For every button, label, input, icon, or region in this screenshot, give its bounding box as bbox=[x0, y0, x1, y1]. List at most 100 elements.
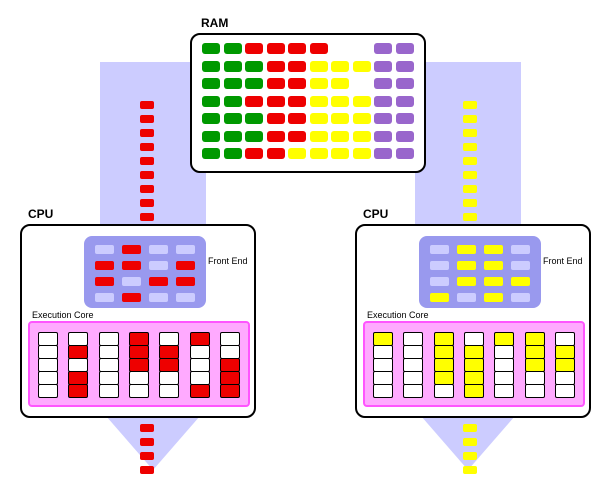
pipeline-column bbox=[189, 331, 210, 398]
ram-cell bbox=[331, 95, 349, 107]
cpu-right-core-label: Execution Core bbox=[367, 310, 429, 320]
ram-cell bbox=[374, 95, 392, 107]
ram-cell bbox=[374, 113, 392, 124]
ram-cell bbox=[202, 113, 220, 124]
pipeline-slot bbox=[219, 370, 240, 385]
frontend-cell bbox=[149, 293, 168, 302]
ram-cell bbox=[374, 43, 392, 54]
instruction-block bbox=[463, 101, 477, 109]
ram-cell bbox=[223, 60, 242, 72]
instruction-block bbox=[140, 438, 154, 446]
ram-cell bbox=[331, 148, 349, 159]
ram-cell bbox=[352, 148, 371, 159]
pipeline-column bbox=[494, 331, 515, 398]
frontend-cell bbox=[95, 245, 114, 254]
ram-cell bbox=[266, 130, 285, 142]
pipeline-slot bbox=[219, 331, 240, 346]
frontend-cell bbox=[511, 245, 530, 254]
ram-cell bbox=[395, 95, 414, 107]
instruction-stream-yellow-top bbox=[463, 101, 477, 221]
ram-cell bbox=[202, 60, 220, 72]
ram-cell bbox=[374, 148, 392, 159]
pipeline-slot bbox=[68, 357, 89, 372]
instruction-stream-red-top bbox=[140, 101, 154, 221]
pipeline-column bbox=[98, 331, 119, 398]
frontend-cell bbox=[149, 277, 168, 286]
ram-cell bbox=[331, 113, 349, 124]
pipeline-slot bbox=[494, 331, 515, 346]
ram-cell bbox=[309, 113, 328, 124]
pipeline-slot bbox=[98, 370, 119, 385]
pipeline-column bbox=[524, 331, 545, 398]
frontend-cell bbox=[484, 261, 503, 270]
pipeline-slot bbox=[98, 357, 119, 372]
ram-cell bbox=[245, 113, 263, 124]
pipeline-slot bbox=[38, 331, 58, 346]
frontend-cell bbox=[511, 277, 530, 286]
pipeline-slot bbox=[433, 357, 454, 372]
pipeline-slot bbox=[494, 383, 515, 398]
instruction-block bbox=[140, 101, 154, 109]
ram-cell bbox=[352, 113, 371, 124]
cpu-left-core-label: Execution Core bbox=[32, 310, 94, 320]
frontend-cell bbox=[457, 277, 476, 286]
pipeline-slot bbox=[38, 370, 58, 385]
pipeline-slot bbox=[128, 344, 149, 359]
instruction-block bbox=[463, 171, 477, 179]
instruction-block bbox=[140, 199, 154, 207]
frontend-cell bbox=[122, 293, 141, 302]
pipeline-column bbox=[463, 331, 484, 398]
ram-cell bbox=[395, 43, 414, 54]
pipeline-slot bbox=[524, 383, 545, 398]
pipeline-slot bbox=[189, 383, 210, 398]
instruction-stream-red-bottom bbox=[140, 424, 154, 474]
frontend-cell bbox=[430, 245, 449, 254]
frontend-cell bbox=[484, 277, 503, 286]
frontend-cell bbox=[176, 277, 195, 286]
frontend-cell bbox=[95, 293, 114, 302]
frontend-cell bbox=[457, 261, 476, 270]
pipeline-slot bbox=[433, 383, 454, 398]
ram-cell bbox=[202, 43, 220, 54]
instruction-block bbox=[463, 129, 477, 137]
pipeline-slot bbox=[128, 370, 149, 385]
ram-cell bbox=[202, 78, 220, 89]
frontend-cell bbox=[511, 261, 530, 270]
cpu-right-frontend-label: Front End bbox=[543, 256, 583, 266]
pipeline-slot bbox=[159, 331, 180, 346]
frontend-cell bbox=[430, 261, 449, 270]
ram-cell bbox=[266, 43, 285, 54]
pipeline-slot bbox=[68, 383, 89, 398]
cpu-left-label: CPU bbox=[28, 207, 54, 221]
pipeline-slot bbox=[38, 357, 58, 372]
ram-cell bbox=[288, 43, 306, 54]
pipeline-slot bbox=[554, 344, 575, 359]
pipeline-slot bbox=[98, 344, 119, 359]
frontend-cell bbox=[484, 293, 503, 302]
pipeline-slot bbox=[219, 383, 240, 398]
instruction-block bbox=[140, 424, 154, 432]
frontend-cell bbox=[176, 293, 195, 302]
pipeline-slot bbox=[524, 370, 545, 385]
pipeline-slot bbox=[68, 344, 89, 359]
instruction-block bbox=[140, 213, 154, 221]
instruction-block bbox=[463, 424, 477, 432]
ram-cell bbox=[374, 78, 392, 89]
instruction-block bbox=[463, 452, 477, 460]
pipeline-slot bbox=[98, 331, 119, 346]
instruction-block bbox=[463, 199, 477, 207]
instruction-block bbox=[463, 185, 477, 193]
ram-cell bbox=[245, 78, 263, 89]
ram-cell bbox=[352, 60, 371, 72]
pipeline-slot bbox=[554, 331, 575, 346]
cpu-left-frontend-grid bbox=[95, 245, 195, 302]
pipeline-slot bbox=[98, 383, 119, 398]
instruction-stream-yellow-bottom bbox=[463, 424, 477, 474]
instruction-block bbox=[140, 452, 154, 460]
ram-cell bbox=[395, 148, 414, 159]
frontend-cell bbox=[457, 293, 476, 302]
ram-cell bbox=[266, 95, 285, 107]
pipeline-column bbox=[554, 331, 575, 398]
pipeline-slot bbox=[403, 344, 424, 359]
ram-cell bbox=[395, 113, 414, 124]
